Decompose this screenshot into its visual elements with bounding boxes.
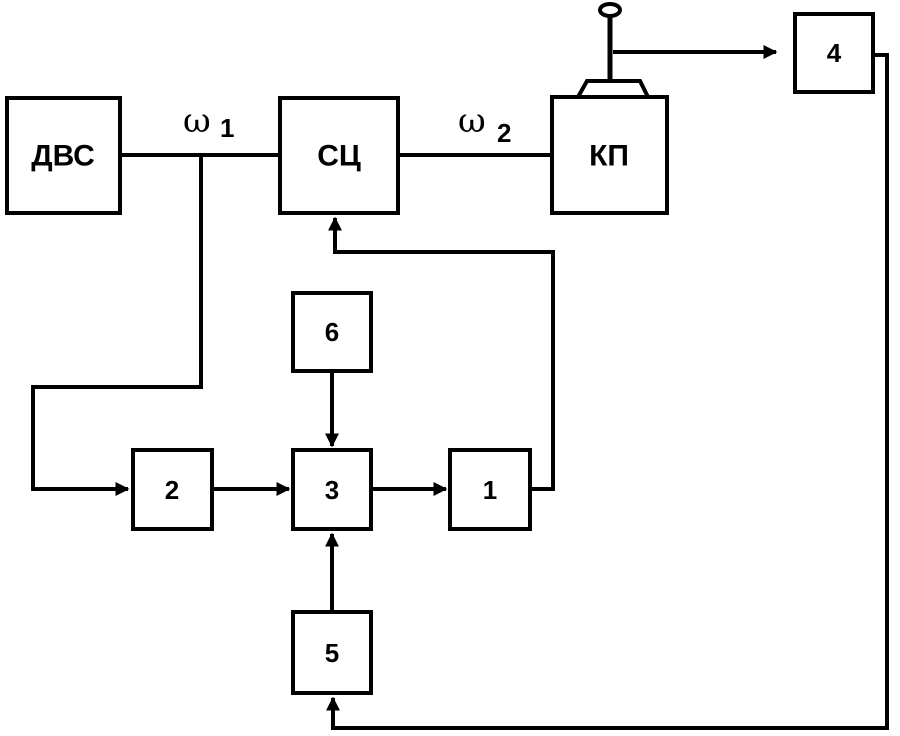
block-4	[793, 12, 875, 94]
block-3	[291, 448, 373, 531]
block-6	[291, 291, 373, 373]
block-3-label: 3	[325, 475, 339, 505]
block-1-label: 1	[483, 475, 497, 505]
omega2-symbol: ω	[458, 101, 486, 141]
block-5	[291, 610, 373, 695]
block-6-label: 6	[325, 317, 339, 347]
wire-omega1-to-2	[31, 157, 203, 496]
block-1	[448, 448, 532, 531]
block-2-label: 2	[165, 475, 179, 505]
block-sc	[278, 96, 400, 215]
wire-1-to-sc	[328, 216, 555, 491]
block-kp-label: КП	[589, 140, 629, 173]
block-2	[131, 448, 214, 531]
block-kp	[550, 95, 669, 215]
wire-4-to-5	[326, 53, 889, 730]
omega1-subscript: 1	[220, 113, 234, 143]
block-sc-label: СЦ	[317, 140, 361, 173]
block-dvs	[5, 96, 122, 215]
block-dvs-label: ДВС	[31, 140, 95, 173]
omega2-subscript: 2	[497, 118, 511, 148]
block-5-label: 5	[325, 638, 339, 668]
omega1-symbol: ω	[183, 101, 211, 141]
block-4-label: 4	[827, 38, 842, 68]
